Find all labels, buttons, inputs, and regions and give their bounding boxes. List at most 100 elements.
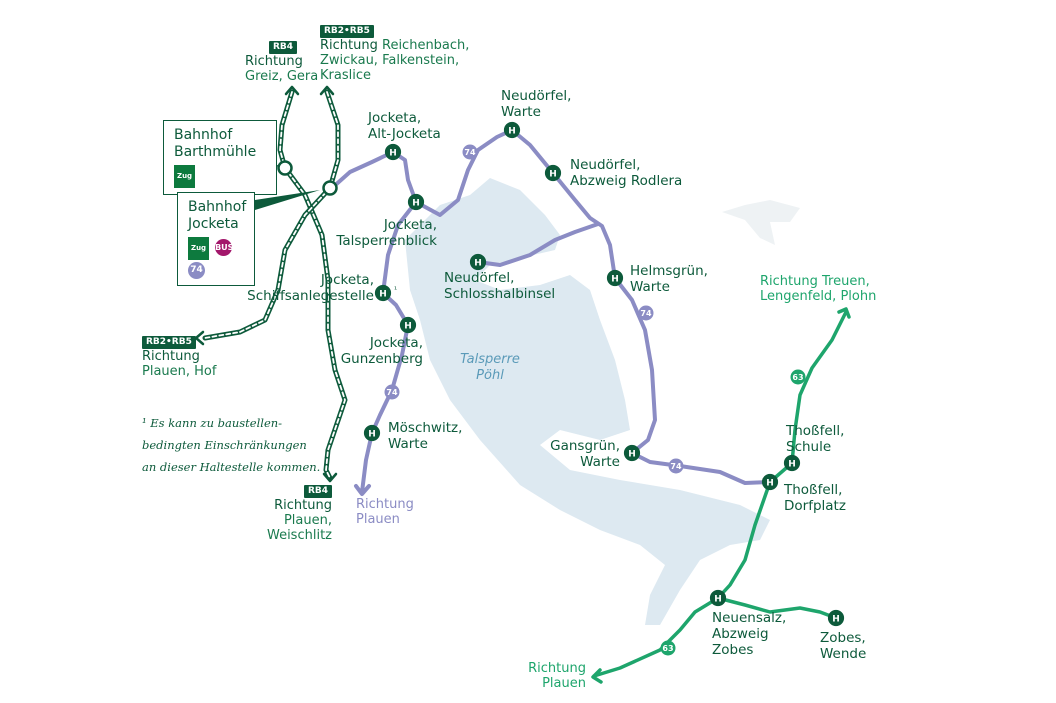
svg-text:H: H: [628, 450, 636, 460]
station-name: Barthmühle: [174, 144, 257, 160]
svg-text:H: H: [714, 595, 722, 605]
station-jocketa-marker[interactable]: [322, 180, 338, 196]
line-badge-rb4: RB4: [268, 41, 297, 54]
svg-text:H: H: [368, 430, 376, 440]
footnote-marker: ¹: [394, 285, 398, 294]
lake-talsperre-poehl: [405, 178, 770, 625]
station-name: Bahnhof: [188, 199, 247, 215]
stop-label-moeschwitz-warte[interactable]: Möschwitz,Warte: [388, 420, 463, 452]
stop-label-gunzenberg[interactable]: Jocketa,Gunzenberg: [340, 335, 423, 367]
direction-label: Richtung: [760, 274, 818, 289]
direction-destination: Plauen: [356, 512, 400, 527]
arrow-rb4-south: [322, 472, 338, 483]
direction-destination: Treuen,: [822, 274, 870, 289]
train-icon: Zug: [174, 165, 196, 188]
arrow-rb25-north: [319, 85, 335, 96]
direction-destination: Plauen,: [283, 513, 332, 528]
bus-stop-icon[interactable]: H: [623, 444, 641, 462]
direction-destination: Lengenfeld, Plohn: [760, 289, 877, 304]
bus-stop-icon[interactable]: H: [384, 143, 402, 161]
svg-text:H: H: [549, 170, 557, 180]
line-badge-63: 63: [792, 373, 803, 382]
stop-label-helmsgruen-warte[interactable]: Helmsgrün,Warte: [630, 263, 708, 295]
bus-line-63-branch: [716, 596, 838, 620]
station-name: Bahnhof: [174, 127, 233, 143]
arrow-63-south: [591, 668, 603, 684]
line-badge-rb4: RB4: [303, 485, 332, 498]
stop-label-zobes-wende[interactable]: Zobes,Wende: [820, 630, 867, 662]
direction-label: Richtung: [320, 38, 378, 53]
footnote-line: an dieser Haltestelle kommen.: [142, 460, 321, 474]
bus-stop-icon[interactable]: H: [399, 316, 417, 334]
svg-text:H: H: [611, 275, 619, 285]
bus-line-74-branch: [476, 222, 600, 267]
bus-stop-icon[interactable]: H: [374, 284, 392, 302]
direction-label: Richtung: [528, 661, 586, 676]
stop-label-thossfell-schule[interactable]: Thoßfell,Schule: [786, 423, 845, 455]
direction-destination: Kraslice: [320, 68, 371, 83]
direction-destination: Reichenbach,: [382, 38, 470, 53]
direction-rb25-north: RB2•RB5 Richtung Reichenbach, Zwickau, F…: [320, 22, 469, 83]
pointer-jocketa: [255, 190, 320, 210]
stop-label-thossfell-dorfplatz[interactable]: Thoßfell,Dorfplatz: [784, 482, 846, 514]
bus-stop-icon[interactable]: H: [827, 609, 845, 627]
bus-stop-icon[interactable]: H: [606, 269, 624, 287]
station-name: Jocketa: [188, 216, 239, 232]
direction-label: Richtung: [356, 497, 414, 512]
line-badge-74: 74: [640, 309, 652, 318]
bus-stop-icon[interactable]: H: [469, 253, 487, 271]
arrow-74-south: [354, 484, 371, 496]
bus-stop-icon[interactable]: H: [503, 121, 521, 139]
footnote: ¹ Es kann zu baustellen-bedingten Einsch…: [142, 412, 320, 478]
bus-stop-icon[interactable]: H: [407, 193, 425, 211]
station-box-jocketa[interactable]: Bahnhof Jocketa Zug BUS 74: [177, 192, 255, 286]
stop-label-schiffsanlegestelle[interactable]: Jocketa,Schiffsanlegestelle: [247, 272, 374, 304]
stop-label-talsperrenblick[interactable]: Jocketa,Talsperrenblick: [336, 217, 437, 249]
bus-stop-icon[interactable]: H: [783, 454, 801, 472]
line-74-icon: 74: [188, 262, 205, 279]
bus-stop-icon[interactable]: H: [761, 473, 779, 491]
arrow-63-north: [837, 307, 851, 319]
footnote-line: ¹ Es kann zu baustellen-: [142, 416, 283, 430]
direction-63-north: Richtung Treuen,Lengenfeld, Plohn: [760, 274, 876, 304]
direction-rb4-south: RB4 Richtung Plauen, Weischlitz: [260, 482, 332, 543]
train-icon: Zug: [188, 237, 210, 260]
direction-rb4-north: RB4 Richtung Greiz, Gera: [245, 38, 318, 84]
line-badge-rb2-rb5: RB2•RB5: [320, 25, 374, 38]
direction-rb25-west: RB2•RB5 Richtung Plauen, Hof: [142, 333, 216, 379]
direction-destination: Plauen, Hof: [142, 364, 217, 379]
svg-text:H: H: [788, 460, 796, 470]
direction-destination: Plauen: [542, 676, 586, 691]
station-barthmuehle-marker[interactable]: [277, 160, 293, 176]
bus-icon: BUS: [215, 239, 233, 256]
direction-label: Richtung: [245, 54, 303, 69]
stop-label-gansgruen-warte[interactable]: Gansgrün,Warte: [550, 438, 620, 470]
bus-stop-icon[interactable]: H: [709, 589, 727, 607]
svg-text:H: H: [508, 127, 516, 137]
direction-destination: Greiz, Gera: [245, 69, 319, 84]
faint-shape: [722, 200, 800, 245]
bus-stop-icon[interactable]: H: [363, 424, 381, 442]
bus-line-63: [592, 310, 848, 678]
arrow-rb4-north: [284, 85, 300, 96]
stop-label-alt-jocketa[interactable]: Jocketa,Alt-Jocketa: [368, 110, 441, 142]
stop-label-schlosshalbinsel[interactable]: Neudörfel,Schlosshalbinsel: [444, 270, 556, 302]
station-box-barthmuehle[interactable]: Bahnhof Barthmühle Zug: [163, 120, 277, 195]
svg-text:H: H: [474, 259, 482, 269]
direction-destination: Zwickau, Falkenstein,: [320, 53, 460, 68]
stop-label-abzweig-rodlera[interactable]: Neudörfel,Abzweig Rodlera: [570, 157, 683, 189]
footnote-line: bedingten Einschränkungen: [142, 438, 307, 452]
direction-destination: Weischlitz: [266, 528, 332, 543]
stop-label-neudoerfel-warte[interactable]: Neudörfel,Warte: [501, 88, 572, 120]
line-badge-74: 74: [464, 148, 476, 157]
bus-stop-icon[interactable]: H: [544, 164, 562, 182]
svg-text:H: H: [379, 290, 387, 300]
svg-text:H: H: [404, 322, 412, 332]
svg-text:H: H: [412, 199, 420, 209]
line-badge-rb2-rb5: RB2•RB5: [142, 336, 196, 349]
